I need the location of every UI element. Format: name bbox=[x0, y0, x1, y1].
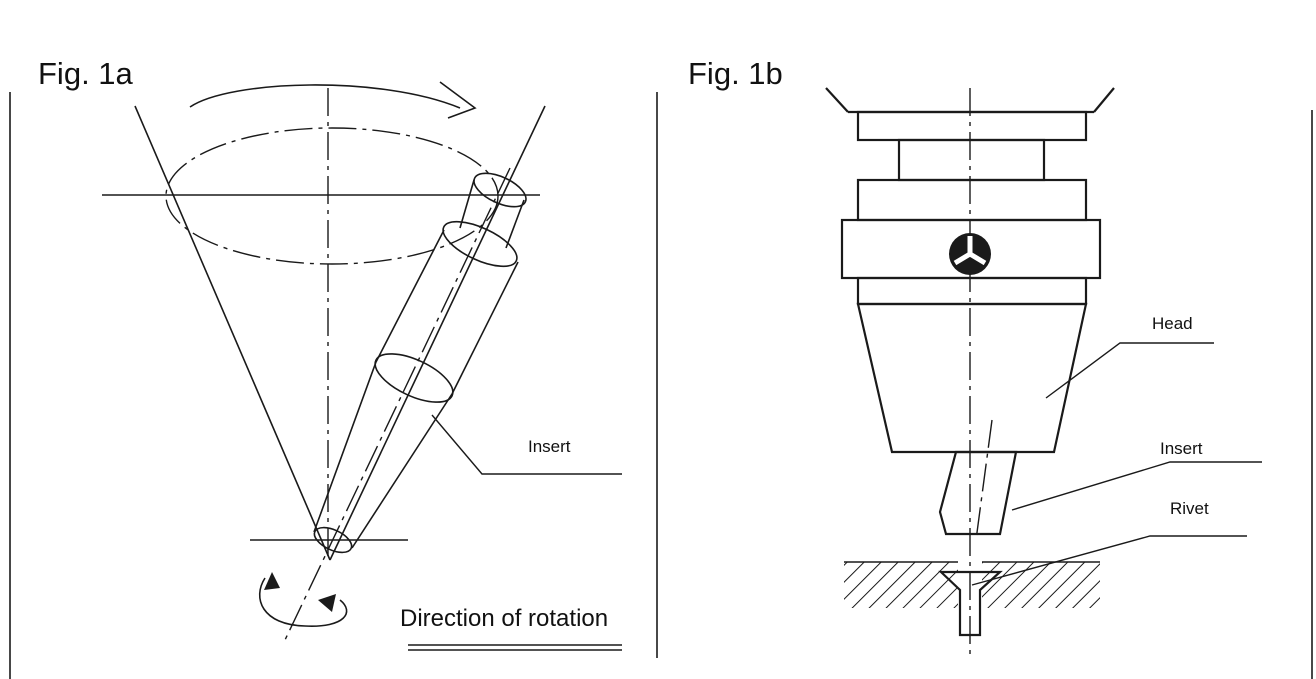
insert-axis-1b bbox=[975, 419, 993, 541]
head-leader bbox=[1045, 342, 1214, 399]
insert-edge-right bbox=[351, 393, 453, 549]
insert-leader-1a bbox=[431, 414, 622, 475]
rivet-leader bbox=[971, 535, 1247, 586]
top-bevel-right bbox=[1093, 87, 1115, 113]
insert-edge-left bbox=[313, 361, 377, 533]
flange-block bbox=[856, 110, 1088, 142]
lower-body-block bbox=[856, 276, 1088, 306]
rotation-ellipse bbox=[165, 127, 499, 265]
head-cone bbox=[856, 302, 1088, 454]
top-rotation-arrowhead bbox=[439, 81, 477, 119]
cone-left-line bbox=[134, 105, 331, 561]
rivet-label: Rivet bbox=[1170, 499, 1209, 518]
insert-leader-1b bbox=[1011, 461, 1262, 511]
tool-body-edge-right bbox=[451, 261, 519, 395]
workpiece-left bbox=[844, 562, 958, 608]
fig-1a-title: Fig. 1a bbox=[38, 56, 134, 91]
rotation-label: Direction of rotation bbox=[400, 605, 608, 632]
tool-top-end bbox=[473, 172, 527, 208]
fig-1b: Fig. 1b Head Insert bbox=[688, 56, 1313, 679]
tool-top-edge-left bbox=[459, 179, 475, 229]
screw-slot-icon bbox=[953, 236, 987, 266]
bottom-rotation-arc bbox=[258, 577, 348, 627]
tool-shoulder bbox=[442, 220, 518, 268]
tool-body-joint bbox=[374, 353, 454, 403]
insert-label-1b: Insert bbox=[1160, 439, 1203, 458]
upper-body-block bbox=[856, 178, 1088, 222]
cone-right-line bbox=[329, 105, 546, 561]
top-bevel-left bbox=[825, 87, 849, 113]
bottom-arrow-right-icon bbox=[318, 594, 336, 612]
insert-body-1b bbox=[938, 450, 1018, 536]
insert-tip bbox=[313, 526, 353, 554]
bottom-arrow-left-icon bbox=[264, 572, 280, 590]
neck-block bbox=[897, 138, 1046, 182]
tool-axis bbox=[284, 167, 511, 641]
fig-1b-title: Fig. 1b bbox=[688, 56, 783, 91]
tool-body-edge-left bbox=[375, 229, 445, 363]
top-rotation-arc bbox=[189, 84, 461, 109]
fig-1a: Fig. 1a bbox=[9, 56, 622, 679]
insert-label-1a: Insert bbox=[528, 437, 571, 456]
head-label: Head bbox=[1152, 314, 1193, 333]
tool-top-edge-right bbox=[505, 199, 525, 249]
workpiece-right bbox=[982, 562, 1100, 608]
